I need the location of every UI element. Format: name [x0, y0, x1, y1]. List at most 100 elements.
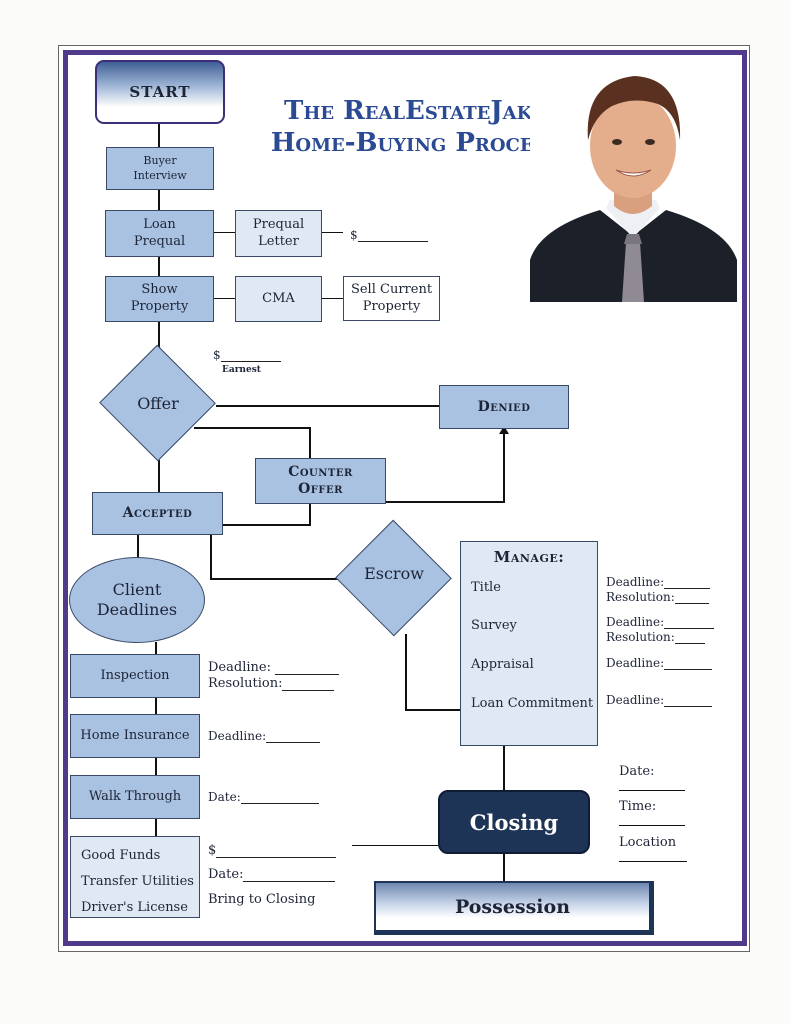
- date-label: Date:: [208, 867, 244, 882]
- counter-offer-line-2: Offer: [298, 481, 343, 497]
- connector: [155, 697, 157, 714]
- connector: [352, 845, 438, 846]
- sell-current-line-2: Property: [362, 298, 421, 314]
- manage-item-loan-commitment: Loan Commitment: [471, 696, 594, 711]
- time-label: Time:: [619, 799, 657, 814]
- title-deadline-field: Deadline:: [606, 575, 711, 589]
- connector: [309, 503, 311, 525]
- earnest-field: $: [213, 348, 281, 362]
- counter-offer-line-1: Counter: [288, 464, 353, 480]
- client-deadlines-line-2: Deadlines: [96, 600, 178, 619]
- closing-location-blank: [619, 861, 687, 862]
- connector: [222, 524, 311, 526]
- client-deadlines-line-1: Client: [112, 580, 162, 599]
- connector: [158, 124, 160, 148]
- closing-node: Closing: [438, 790, 590, 854]
- dollar-sign: $: [208, 843, 217, 858]
- deadline-label: Deadline:: [606, 693, 665, 707]
- offer-decision: Offer: [99, 344, 217, 462]
- walk-through-label: Walk Through: [88, 788, 182, 804]
- closing-location-field: Location: [619, 835, 676, 850]
- inspection-resolution-field: Resolution:: [208, 676, 335, 691]
- connector: [503, 430, 505, 503]
- show-property-line-2: Property: [130, 299, 189, 314]
- deadline-label: Deadline:: [606, 575, 665, 589]
- cma-label: CMA: [262, 290, 295, 306]
- connector: [158, 256, 160, 276]
- connector: [158, 460, 160, 492]
- start-label: START: [129, 83, 191, 101]
- connector: [155, 642, 157, 654]
- survey-resolution-field: Resolution:: [606, 630, 705, 644]
- connector: [405, 709, 460, 711]
- connector: [216, 405, 440, 407]
- connector: [213, 232, 235, 233]
- manage-item-title: Title: [471, 580, 501, 595]
- client-deadlines-node: Client Deadlines: [69, 557, 205, 643]
- resolution-label: Resolution:: [208, 676, 283, 691]
- buyer-interview-line-1: Buyer: [143, 154, 177, 168]
- possession-node: Possession: [374, 881, 654, 935]
- connector: [158, 189, 160, 211]
- show-property-line-1: Show: [141, 282, 178, 298]
- deadline-label: Deadline:: [208, 729, 267, 743]
- possession-label: Possession: [454, 895, 571, 918]
- date-label: Date:: [208, 790, 241, 804]
- walk-through-box: Walk Through: [70, 775, 200, 819]
- closing-label: Closing: [469, 809, 559, 835]
- home-insurance-label: Home Insurance: [80, 727, 190, 743]
- survey-deadline-field: Deadline:: [606, 615, 715, 629]
- deadline-label: Deadline:: [208, 660, 271, 675]
- title-line-1: The RealEstateJake: [283, 96, 547, 126]
- title-resolution-field: Resolution:: [606, 590, 709, 604]
- prequal-amount-field: $: [350, 228, 428, 242]
- connector: [210, 578, 338, 580]
- connector: [321, 298, 343, 299]
- closing-items-box: Good Funds Transfer Utilities Driver's L…: [70, 836, 200, 918]
- denied-label: Denied: [477, 398, 531, 415]
- connector: [405, 634, 407, 710]
- accepted-label: Accepted: [122, 505, 193, 522]
- location-label: Location: [619, 835, 677, 850]
- manage-heading: Manage:: [493, 548, 565, 566]
- portrait-illustration: [530, 60, 737, 302]
- deadline-label: Deadline:: [606, 656, 665, 670]
- agent-portrait: [530, 60, 737, 302]
- connector: [194, 427, 310, 429]
- walk-through-date-field: Date:: [208, 790, 319, 804]
- dollar-sign: $: [350, 228, 358, 242]
- connector: [137, 535, 139, 559]
- page-title: The RealEstateJake Home-Buying Process: [240, 95, 590, 159]
- resolution-label: Resolution:: [606, 590, 675, 604]
- manage-box: Manage: Title Survey Appraisal Loan Comm…: [460, 541, 598, 746]
- home-insurance-deadline-field: Deadline:: [208, 729, 321, 743]
- connector: [503, 853, 505, 882]
- loan-commitment-deadline-field: Deadline:: [606, 693, 713, 707]
- closing-time-field: Time:: [619, 799, 656, 814]
- sell-current-line-1: Sell Current: [350, 281, 433, 297]
- prequal-letter-line-1: Prequal: [252, 216, 305, 232]
- cma-box: CMA: [235, 276, 322, 322]
- connector: [213, 298, 235, 299]
- escrow-label: Escrow: [364, 564, 424, 583]
- transfer-utilities-label: Transfer Utilities: [81, 874, 194, 889]
- earnest-label: Earnest: [222, 365, 261, 375]
- utilities-date-field: Date:: [208, 867, 336, 882]
- closing-date-blank: [619, 790, 685, 791]
- loan-prequal-line-1: Loan: [143, 216, 176, 232]
- connector: [386, 501, 504, 503]
- connector: [155, 757, 157, 775]
- offer-label: Offer: [137, 393, 179, 413]
- resolution-label: Resolution:: [606, 630, 675, 644]
- arrow-head-icon: [499, 426, 509, 434]
- closing-time-blank: [619, 825, 685, 826]
- good-funds-label: Good Funds: [81, 848, 161, 863]
- connector: [321, 232, 343, 233]
- connector: [158, 321, 160, 348]
- inspection-box: Inspection: [70, 654, 200, 698]
